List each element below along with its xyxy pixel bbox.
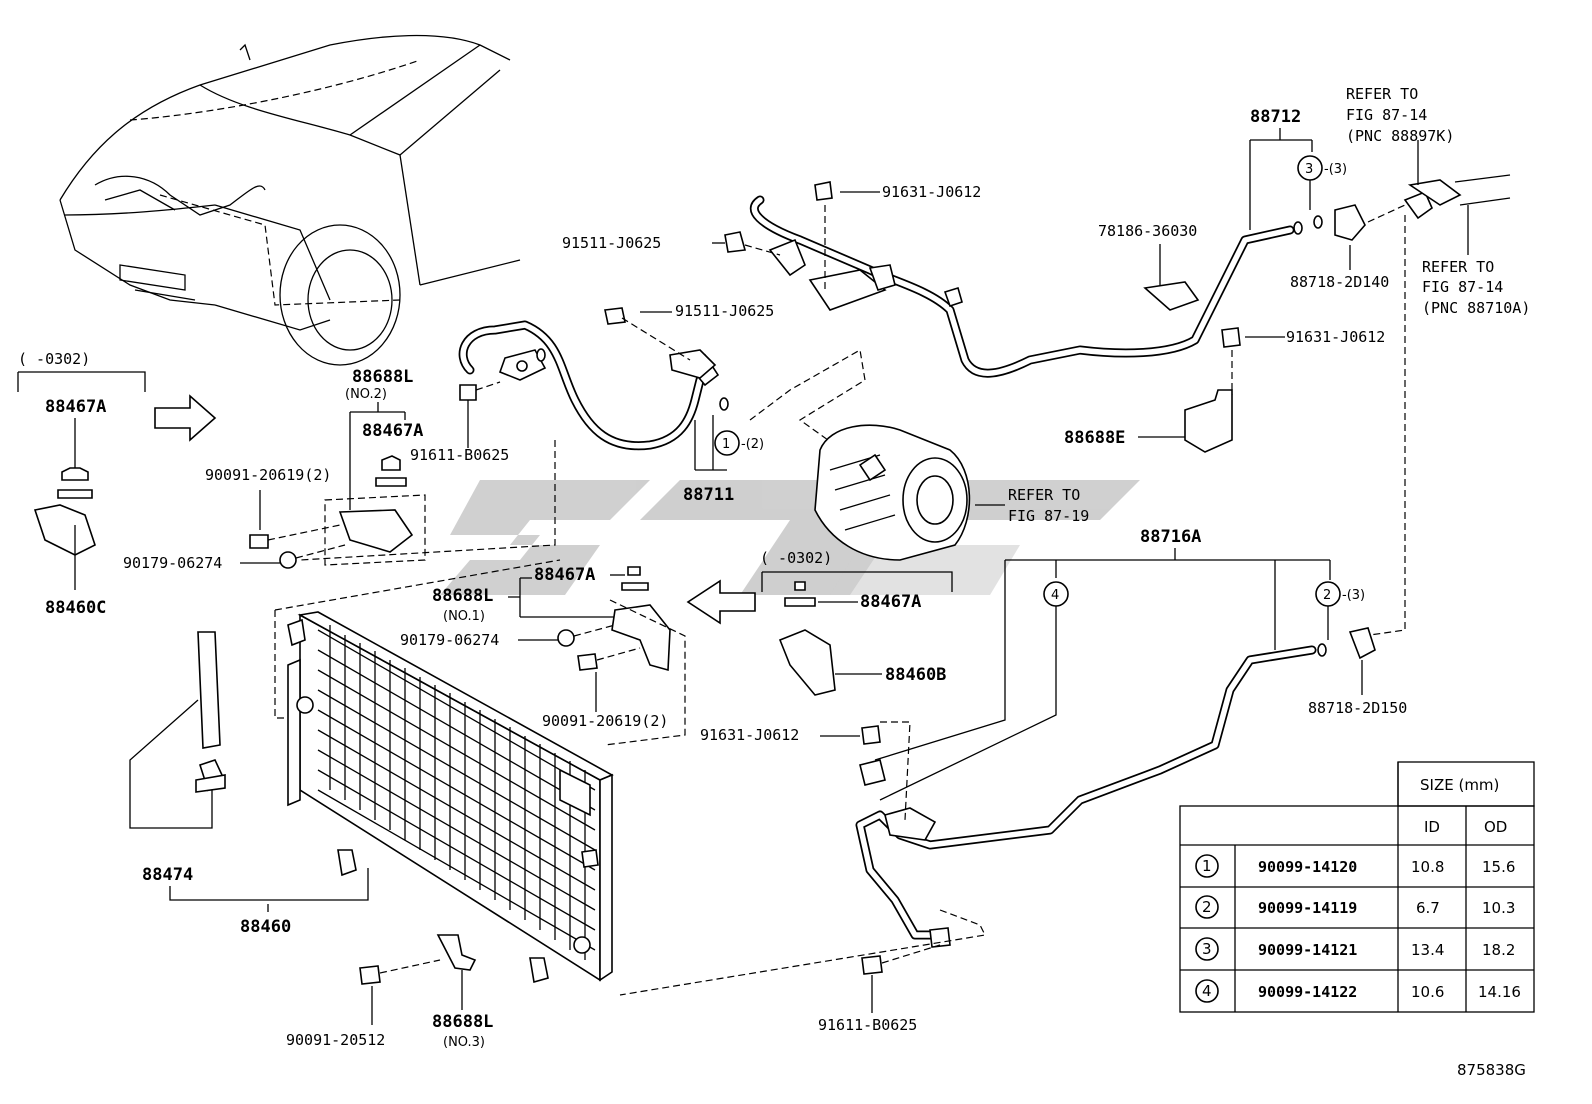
- label-88460C: 88460C: [45, 598, 106, 618]
- ref-circle-3-qty: -(3): [1324, 162, 1347, 177]
- suction-tube-88712-group: 91511-J0625 91631-J0612 78186-36030 8871…: [562, 85, 1530, 636]
- label-88688L-no2-sub: (NO.2): [345, 387, 387, 402]
- svg-text:14.16: 14.16: [1478, 983, 1521, 1001]
- label-88467A-left: 88467A: [45, 397, 106, 417]
- label-refer-87-14-top-line3: (PNC 88897K): [1346, 127, 1454, 145]
- table-header-size: SIZE (mm): [1420, 776, 1499, 794]
- label-91611-B0625-bottom: 91611-B0625: [818, 1016, 917, 1034]
- svg-text:2: 2: [1202, 898, 1212, 916]
- svg-text:90099-14121: 90099-14121: [1258, 941, 1357, 959]
- svg-text:3: 3: [1202, 940, 1212, 958]
- label-88688L-no1: 88688L: [432, 586, 493, 606]
- svg-text:10.6: 10.6: [1411, 983, 1444, 1001]
- table-header-od: OD: [1484, 818, 1507, 836]
- svg-text:90099-14119: 90099-14119: [1258, 899, 1357, 917]
- svg-text:1: 1: [1202, 857, 1212, 875]
- label-88688L-no1-sub: (NO.1): [443, 609, 485, 624]
- label-91631-J0612-top: 91631-J0612: [882, 183, 981, 201]
- label-88688L-no2: 88688L: [352, 367, 413, 387]
- label-88718-2D140: 88718-2D140: [1290, 273, 1389, 291]
- label-91511-J0625-b: 91511-J0625: [675, 302, 774, 320]
- svg-text:1: 1: [722, 437, 730, 452]
- compressor-illustration: REFER TO FIG 87-19: [814, 424, 1089, 561]
- diagram-id: 875838G: [1457, 1061, 1526, 1079]
- table-row: 1 90099-14120 10.8 15.6: [1195, 854, 1515, 878]
- label-refer-87-19-line2: FIG 87-19: [1008, 507, 1089, 525]
- ref-circle-1: [714, 430, 740, 456]
- label-refer-87-14-right-line2: FIG 87-14: [1422, 278, 1503, 296]
- center-bracket-group: ( -0302) 88467A 88460B: [686, 549, 953, 696]
- label-88460: 88460: [240, 917, 291, 937]
- svg-text:4: 4: [1202, 982, 1212, 1000]
- label-88688L-no3-sub: (NO.3): [443, 1035, 485, 1050]
- bracket-88688L-no1-group: 88467A 88688L (NO.1) 90179-06274 90091-2…: [274, 559, 686, 746]
- label-90091-20512: 90091-20512: [286, 1031, 385, 1049]
- label-refer-87-14-right-line3: (PNC 88710A): [1422, 299, 1530, 317]
- label-88688L-no3: 88688L: [432, 1012, 493, 1032]
- label-88460B: 88460B: [885, 665, 946, 685]
- label-91631-J0612-right: 91631-J0612: [1286, 328, 1385, 346]
- svg-text:90099-14120: 90099-14120: [1258, 858, 1357, 876]
- table-row: 2 90099-14119 6.7 10.3: [1195, 895, 1515, 919]
- label-refer-87-14-right-line1: REFER TO: [1422, 258, 1494, 276]
- label-refer-87-19-line1: REFER TO: [1008, 486, 1080, 504]
- label-90179-06274-top: 90179-06274: [123, 554, 222, 572]
- label-88467A-mid: 88467A: [534, 565, 595, 585]
- label-78186-36030: 78186-36030: [1098, 222, 1197, 240]
- label-90091-20619-mid: 90091-20619(2): [542, 712, 668, 730]
- arrow-right-icon: [154, 394, 217, 442]
- svg-text:10.8: 10.8: [1411, 858, 1444, 876]
- label-88467A-right: 88467A: [860, 592, 921, 612]
- label-91631-J0612-mid: 91631-J0612: [700, 726, 799, 744]
- svg-text:6.7: 6.7: [1416, 899, 1440, 917]
- bracket-88688L-no2-group: 88688L (NO.2) 88467A 90091-20619(2) 9017…: [123, 367, 426, 572]
- range-label-left: ( -0302): [18, 350, 90, 368]
- table-row: 3 90099-14121 13.4 18.2: [1195, 937, 1515, 961]
- bracket-88688E-group: 91631-J0612 88688E: [1064, 327, 1385, 453]
- o-ring-size-table: SIZE (mm) ID OD 1 90099-14120 10.8 15.6 …: [1179, 761, 1535, 1013]
- label-91611-B0625-top: 91611-B0625: [410, 446, 509, 464]
- range-label-center: ( -0302): [760, 549, 832, 567]
- ref-circle-1-qty: -(2): [741, 437, 764, 452]
- label-88718-2D150: 88718-2D150: [1308, 699, 1407, 717]
- svg-text:2: 2: [1323, 588, 1331, 603]
- svg-text:3: 3: [1305, 162, 1313, 177]
- vehicle-front-illustration: [59, 34, 521, 366]
- discharge-hose-88711-group: 91611-B0625 91511-J0625 1 -(2) 88711: [299, 302, 871, 561]
- left-bracket-group: ( -0302) 88467A 88460C: [17, 350, 217, 618]
- label-88712: 88712: [1250, 107, 1301, 127]
- arrow-left-icon: [686, 579, 756, 625]
- label-refer-87-14-top-line1: REFER TO: [1346, 85, 1418, 103]
- label-refer-87-14-top-line2: FIG 87-14: [1346, 106, 1427, 124]
- liquid-tube-88716A-group: 88716A 4 2 -(3) 88718-2D150 91631-J0612 …: [619, 527, 1407, 1034]
- svg-text:13.4: 13.4: [1411, 941, 1444, 959]
- bottom-bracket-group: 88688L (NO.3) 90091-20512: [286, 934, 493, 1050]
- svg-text:10.3: 10.3: [1482, 899, 1515, 917]
- table-row: 4 90099-14122 10.6 14.16: [1195, 979, 1521, 1003]
- svg-text:4: 4: [1051, 588, 1059, 603]
- label-90091-20619-top: 90091-20619(2): [205, 466, 331, 484]
- label-88688E: 88688E: [1064, 428, 1125, 448]
- svg-text:18.2: 18.2: [1482, 941, 1515, 959]
- svg-text:15.6: 15.6: [1482, 858, 1515, 876]
- label-91511-J0625-a: 91511-J0625: [562, 234, 661, 252]
- label-88474: 88474: [142, 865, 193, 885]
- ref-circle-2-qty: -(3): [1342, 588, 1365, 603]
- label-88711: 88711: [683, 485, 734, 505]
- label-88716A: 88716A: [1140, 527, 1201, 547]
- receiver-88474-group: 88474 88460: [129, 631, 369, 937]
- condenser-88460: [287, 611, 614, 984]
- table-header-id: ID: [1424, 818, 1440, 836]
- label-90179-06274-mid: 90179-06274: [400, 631, 499, 649]
- svg-text:90099-14122: 90099-14122: [1258, 983, 1357, 1001]
- label-88467A-no2: 88467A: [362, 421, 423, 441]
